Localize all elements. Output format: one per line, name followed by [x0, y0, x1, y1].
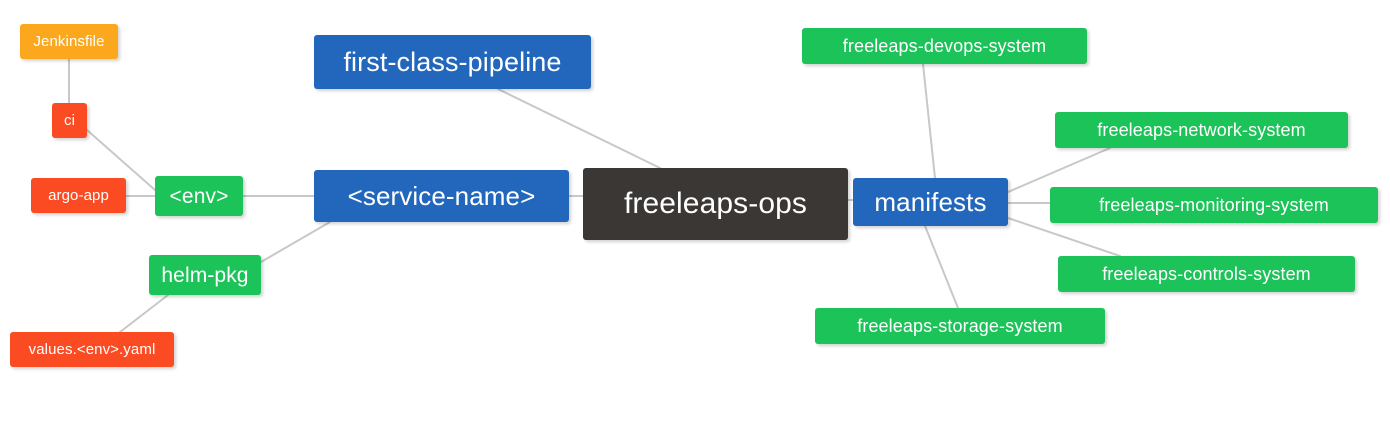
- edge-manifests-to-devops: [922, 63, 936, 179]
- node-label-jenkinsfile: Jenkinsfile: [33, 33, 105, 50]
- node-label-argo-app: argo-app: [48, 187, 109, 204]
- edge-helm-pkg-to-values-yaml: [119, 294, 169, 333]
- edge-manifests-to-storage: [924, 225, 959, 309]
- node-controls[interactable]: freeleaps-controls-system: [1058, 256, 1355, 292]
- node-devops[interactable]: freeleaps-devops-system: [802, 28, 1087, 64]
- node-label-env: <env>: [169, 184, 229, 208]
- node-pipeline[interactable]: first-class-pipeline: [314, 35, 591, 89]
- node-label-network: freeleaps-network-system: [1097, 120, 1306, 140]
- node-label-values-yaml: values.<env>.yaml: [28, 341, 156, 358]
- edge-pipeline-to-freeleaps-ops: [497, 88, 661, 169]
- node-label-service-name: <service-name>: [347, 181, 536, 211]
- node-network[interactable]: freeleaps-network-system: [1055, 112, 1348, 148]
- node-env[interactable]: <env>: [155, 176, 243, 216]
- node-argo-app[interactable]: argo-app: [31, 178, 126, 213]
- node-jenkinsfile[interactable]: Jenkinsfile: [20, 24, 118, 59]
- node-values-yaml[interactable]: values.<env>.yaml: [10, 332, 174, 367]
- node-label-ci: ci: [63, 112, 76, 129]
- node-label-pipeline: first-class-pipeline: [343, 46, 562, 77]
- node-service-name[interactable]: <service-name>: [314, 170, 569, 222]
- edge-service-name-to-helm-pkg: [260, 221, 331, 263]
- node-label-monitoring: freeleaps-monitoring-system: [1099, 195, 1329, 215]
- node-label-controls: freeleaps-controls-system: [1102, 264, 1311, 284]
- node-storage[interactable]: freeleaps-storage-system: [815, 308, 1105, 344]
- edge-manifests-to-controls: [1007, 217, 1121, 257]
- node-label-storage: freeleaps-storage-system: [857, 316, 1063, 336]
- node-ci[interactable]: ci: [52, 103, 87, 138]
- node-manifests[interactable]: manifests: [853, 178, 1008, 226]
- node-label-manifests: manifests: [874, 187, 987, 217]
- node-monitoring[interactable]: freeleaps-monitoring-system: [1050, 187, 1378, 223]
- edge-manifests-to-network: [1007, 147, 1111, 193]
- node-freeleaps-ops[interactable]: freeleaps-ops: [583, 168, 848, 240]
- node-label-freeleaps-ops: freeleaps-ops: [623, 187, 808, 220]
- node-label-helm-pkg: helm-pkg: [161, 263, 249, 287]
- node-helm-pkg[interactable]: helm-pkg: [149, 255, 261, 295]
- node-label-devops: freeleaps-devops-system: [842, 36, 1047, 56]
